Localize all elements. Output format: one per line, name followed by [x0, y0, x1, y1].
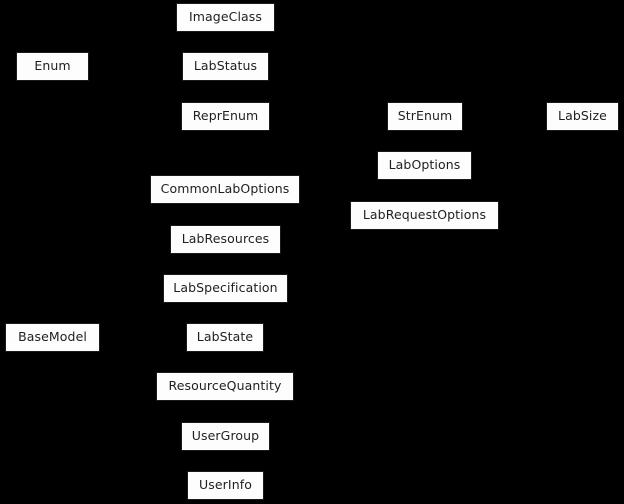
class-node-label: LabSize [558, 108, 607, 124]
class-node-label: LabOptions [388, 157, 461, 173]
class-node-basemodel[interactable]: BaseModel [5, 323, 100, 352]
inheritance-edge [52, 189, 226, 338]
class-node-labrequestoptions[interactable]: LabRequestOptions [350, 201, 499, 230]
class-node-labstatus[interactable]: LabStatus [182, 52, 269, 81]
class-node-resourcequantity[interactable]: ResourceQuantity [156, 372, 294, 401]
class-node-userinfo[interactable]: UserInfo [187, 471, 264, 500]
class-node-labstate[interactable]: LabState [186, 323, 264, 352]
class-node-label: ResourceQuantity [168, 378, 282, 394]
class-node-label: LabState [196, 329, 254, 345]
class-node-enum[interactable]: Enum [16, 52, 89, 81]
class-node-labspecification[interactable]: LabSpecification [163, 274, 288, 303]
class-node-imageclass[interactable]: ImageClass [176, 3, 275, 32]
class-node-labsize[interactable]: LabSize [546, 102, 619, 131]
class-node-label: LabSpecification [173, 280, 278, 296]
class-node-label: LabStatus [193, 58, 258, 74]
inheritance-edge [52, 337, 226, 486]
class-node-strenum[interactable]: StrEnum [387, 102, 463, 131]
class-node-labresources[interactable]: LabResources [170, 225, 281, 254]
class-node-label: ImageClass [188, 9, 263, 25]
class-node-label: LabRequestOptions [362, 207, 487, 223]
class-node-label: UserGroup [191, 428, 260, 444]
class-node-label: Enum [34, 58, 71, 74]
class-node-reprenum[interactable]: ReprEnum [181, 102, 270, 131]
class-node-usergroup[interactable]: UserGroup [181, 422, 270, 451]
class-node-laboptions[interactable]: LabOptions [377, 151, 472, 180]
class-node-label: LabResources [181, 231, 270, 247]
class-node-label: StrEnum [397, 108, 453, 124]
class-node-label: ReprEnum [192, 108, 259, 124]
class-node-commonlaboptions[interactable]: CommonLabOptions [150, 175, 300, 204]
class-node-label: CommonLabOptions [160, 181, 290, 197]
class-node-label: UserInfo [199, 477, 252, 493]
class-node-label: BaseModel [18, 329, 87, 345]
